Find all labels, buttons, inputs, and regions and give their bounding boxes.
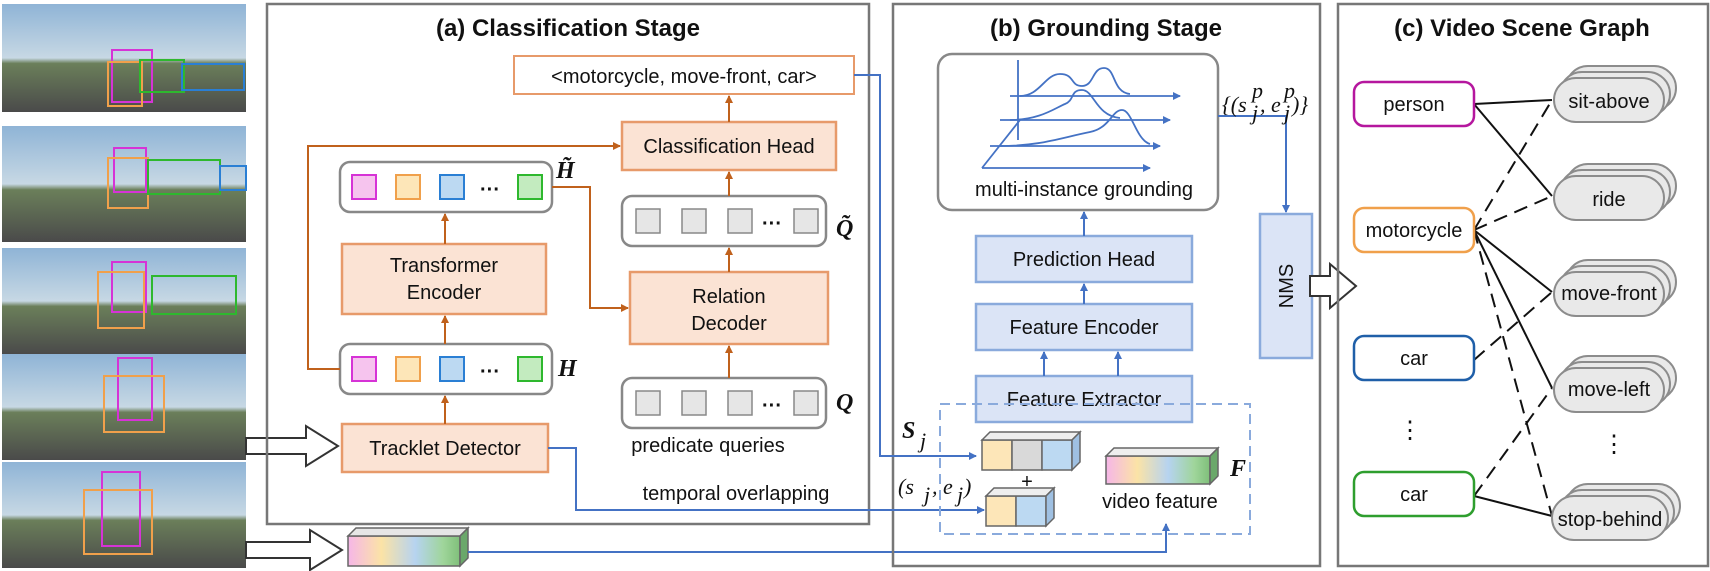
refined-query-tokens	[635, 208, 819, 234]
refined-queries-ellipsis: ···	[762, 213, 782, 235]
transformer-encoder	[340, 242, 548, 316]
f-symbol: F	[1229, 456, 1246, 482]
q-tilde-symbol: Q̃	[836, 216, 853, 242]
grounding-curves-icon	[981, 60, 1181, 172]
scene-graph-panel	[1336, 2, 1710, 568]
svg-text:S: S	[902, 418, 915, 444]
temporal-overlapping-label: temporal overlapping	[643, 483, 830, 505]
predicate-node: move-front	[1553, 259, 1677, 317]
feature-encoder	[974, 302, 1194, 352]
svg-text:, e: , e	[932, 474, 953, 499]
q-symbol: Q	[836, 390, 853, 416]
svg-text:p: p	[1282, 78, 1295, 103]
entity-node: car	[1352, 334, 1476, 382]
svg-text:ride: ride	[1592, 189, 1625, 211]
predicate-query-tokens	[635, 390, 819, 416]
svg-text:{(s: {(s	[1222, 92, 1247, 117]
video-frame	[2, 4, 246, 112]
video-frame	[2, 354, 246, 460]
classification-arrows	[307, 95, 733, 424]
video-frame	[2, 248, 246, 354]
svg-text:j: j	[921, 482, 930, 507]
predicate-node: ride	[1553, 163, 1677, 221]
relation-decoder-line2: Decoder	[691, 313, 767, 335]
sj-feature-cubes	[980, 430, 1082, 472]
svg-text:j: j	[1281, 100, 1290, 125]
svg-text:stop-behind: stop-behind	[1558, 509, 1663, 531]
frames-to-detector-arrow	[245, 424, 340, 468]
video-feature-bar-bottom	[346, 526, 470, 568]
entity-node: car	[1352, 470, 1476, 518]
sj-symbol: S j	[902, 418, 926, 453]
relation-decoder-line1: Relation	[692, 286, 765, 308]
frames-to-feature-arrow	[245, 528, 344, 571]
svg-text:car: car	[1400, 484, 1428, 506]
prediction-head-label: Prediction Head	[1013, 249, 1155, 271]
refined-queries-row	[620, 194, 828, 248]
svg-text:car: car	[1400, 348, 1428, 370]
encoded-features-ellipsis: ···	[480, 179, 500, 201]
h-tilde-symbol: H̃	[555, 158, 576, 184]
nms-label: NMS	[1276, 264, 1298, 308]
video-frame	[2, 462, 246, 568]
video-feature-bar	[1104, 446, 1220, 486]
feature-encoder-label: Feature Encoder	[1010, 317, 1159, 339]
classification-head-label: Classification Head	[643, 136, 814, 158]
predicate-queries-ellipsis: ···	[762, 395, 782, 417]
svg-text:move-front: move-front	[1561, 283, 1657, 305]
se-feature-cubes	[984, 486, 1056, 528]
video-feature-label: video feature	[1102, 491, 1218, 513]
tracklet-feature-tokens	[351, 356, 543, 382]
nms-to-graph-arrow	[1309, 261, 1358, 311]
plus-sign: +	[1021, 471, 1033, 493]
relation-decoder	[628, 270, 830, 346]
svg-text:(s: (s	[898, 474, 914, 499]
entity-node: person	[1352, 80, 1476, 128]
se-symbol: (s j , e j )	[898, 474, 971, 507]
video-frame	[2, 126, 247, 242]
grounding-arrows	[548, 74, 1290, 514]
transformer-encoder-line2: Encoder	[407, 282, 482, 304]
svg-text:person: person	[1383, 94, 1444, 116]
classification-panel	[265, 2, 871, 526]
svg-text:sit-above: sit-above	[1568, 91, 1649, 113]
feature-extractor-label: Feature Extractor	[1007, 389, 1162, 411]
triplet-label: <motorcycle, move-front, car>	[551, 66, 817, 88]
classification-title: (a) Classification Stage	[436, 15, 700, 42]
svg-text:j: j	[1249, 100, 1258, 125]
feature-dashed-region	[939, 403, 1251, 535]
nms-block	[1258, 212, 1314, 360]
predicate-queries-label: predicate queries	[631, 435, 784, 457]
entity-vdots: ⋮	[1398, 417, 1422, 444]
video-frames	[2, 4, 247, 568]
predicate-node: sit-above	[1553, 65, 1677, 123]
grounding-title: (b) Grounding Stage	[990, 15, 1222, 42]
svg-text:p: p	[1250, 78, 1263, 103]
tracklet-features-ellipsis: ···	[480, 361, 500, 383]
video-feature-to-extractor-line	[468, 523, 1170, 553]
svg-text:, e: , e	[1260, 92, 1281, 117]
multi-instance-label: multi-instance grounding	[975, 179, 1193, 201]
svg-text:move-left: move-left	[1568, 379, 1651, 401]
tracklet-detector-label: Tracklet Detector	[369, 438, 521, 460]
h-symbol: H	[557, 356, 578, 382]
predicate-vdots: ⋮	[1602, 431, 1626, 458]
svg-text:motorcycle: motorcycle	[1366, 220, 1463, 242]
encoded-feature-tokens	[351, 174, 543, 200]
svg-text:)}: )}	[1290, 92, 1308, 117]
svg-text:): )	[962, 474, 971, 499]
scene-graph-edges	[1473, 99, 1553, 517]
predicate-queries-row	[620, 376, 828, 430]
predicate-node: stop-behind	[1551, 483, 1681, 541]
predicate-node: move-left	[1553, 355, 1677, 413]
transformer-encoder-line1: Transformer	[390, 255, 499, 277]
entity-node: motorcycle	[1352, 206, 1476, 254]
svg-text:j: j	[954, 482, 963, 507]
svg-text:j: j	[917, 428, 926, 453]
prediction-set-symbol: {(s p j , e p j )}	[1222, 78, 1308, 125]
feature-extractor	[974, 374, 1194, 424]
scene-graph-title: (c) Video Scene Graph	[1394, 15, 1650, 42]
